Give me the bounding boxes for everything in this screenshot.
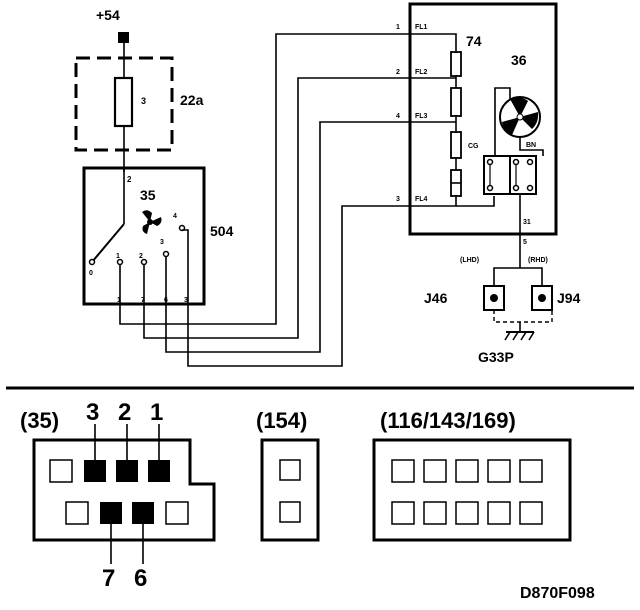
resistor-ladder (410, 33, 495, 207)
ground-j46-label: J46 (424, 290, 448, 306)
supply-terminal (118, 32, 129, 43)
motor-wire-left (494, 87, 511, 156)
module-id-label: 74 (466, 33, 482, 49)
connector-35-cavity-7 (100, 502, 122, 524)
connector-154-label: (154) (256, 408, 307, 433)
blower-module-box (408, 2, 558, 236)
connector-154-cavity (279, 459, 301, 481)
switch-to-module-wires (119, 33, 410, 367)
connector-35-pin-7: 7 (102, 565, 115, 592)
switch-pos-1: 1 (116, 253, 120, 260)
fl3-pin: 4 (396, 113, 400, 120)
connector-116-label: (116/143/169) (380, 408, 516, 433)
connector-35-pin-2: 2 (118, 399, 131, 426)
fuse-element (113, 76, 134, 128)
motor-color-label: BN (526, 142, 536, 149)
switch-contact-3 (162, 250, 170, 258)
fan-icon (142, 210, 162, 234)
supply-label: +54 (96, 7, 120, 23)
connector-35-pin-3: 3 (86, 399, 99, 426)
switch-pos-0: 0 (89, 270, 93, 277)
ground-point-label: G33P (478, 349, 514, 365)
drawing-code: D870F098 (520, 585, 595, 602)
fl2-pin: 2 (396, 69, 400, 76)
motor-id-label: 36 (511, 52, 527, 68)
connector-116-housing (372, 438, 572, 542)
rotary-switch-arm (91, 223, 125, 263)
switch-pos-2: 2 (139, 253, 143, 260)
ground-icon (504, 331, 535, 341)
connector-35-cavity-6 (132, 502, 154, 524)
switch-pos-3: 3 (160, 239, 164, 246)
fuse-id-label: 22a (180, 92, 204, 108)
motor-wire-right (519, 137, 544, 156)
connector-154-housing (260, 438, 320, 542)
ground-split-wire (493, 267, 543, 286)
connector-35-cavity-1 (148, 460, 170, 482)
switch-terminal-1: 1 (117, 297, 121, 304)
switch-pos-4: 4 (173, 213, 177, 220)
connector-35-label: (35) (20, 408, 59, 433)
connector-35-cavity-2 (116, 460, 138, 482)
fl1-pin: 1 (396, 24, 400, 31)
switch-contact-0 (88, 258, 96, 266)
connector-35-cavity (49, 459, 73, 483)
fl4-pin: 3 (396, 196, 400, 203)
switch-contact-1 (116, 258, 124, 266)
connector-35-cavity (65, 501, 89, 525)
connector-35-housing (32, 438, 216, 542)
module-out-pin: 31 (523, 219, 531, 226)
relay-block (483, 155, 537, 195)
rhd-label: (RHD) (528, 257, 548, 264)
connector-35-cavity-3 (84, 460, 106, 482)
ground-pin: 5 (523, 239, 527, 246)
connector-154-cavity (279, 501, 301, 523)
connector-35-pin-6: 6 (134, 565, 147, 592)
connector-116-cavities (391, 459, 543, 525)
fl3-label: FL3 (415, 113, 428, 120)
ground-dashed-link (493, 310, 553, 323)
ground-terminal-j94 (531, 285, 553, 311)
switch-id-label: 504 (210, 223, 234, 239)
switch-terminal-7: 7 (141, 297, 145, 304)
switch-contact-2 (140, 258, 148, 266)
lhd-label: (LHD) (460, 257, 479, 264)
switch-input-pin: 2 (127, 175, 132, 184)
switch-terminal-3: 3 (184, 297, 188, 304)
switch-number: 35 (140, 187, 156, 203)
fl2-label: FL2 (415, 69, 428, 76)
fl4-label: FL4 (415, 196, 428, 203)
connector-35-cavity (165, 501, 189, 525)
ground-j94-label: J94 (557, 290, 581, 306)
fuse-pin-label: 3 (141, 96, 146, 106)
fl1-label: FL1 (415, 24, 428, 31)
blower-motor (499, 96, 541, 138)
cg-label: CG (468, 143, 479, 150)
connector-35-pin-1: 1 (150, 399, 163, 426)
